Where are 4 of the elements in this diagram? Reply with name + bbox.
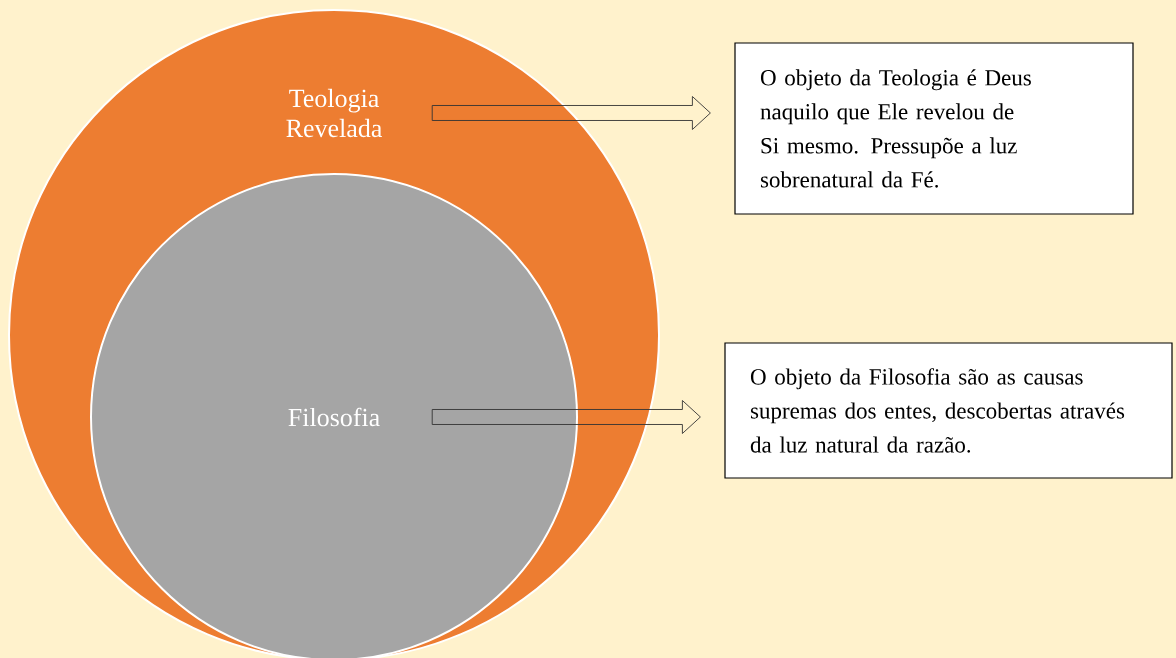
block-arrow bbox=[431, 400, 701, 434]
block-arrow bbox=[431, 96, 711, 130]
text-box: O objeto da Teologia é Deus naquilo que Ele revelou de Si mesmo. Pressupõe a luz sobrenatural da Fé. bbox=[734, 42, 1134, 215]
text-box: O objeto da Filosofia são as causas supremas dos entes, descobertas através da luz natural da razão. bbox=[724, 342, 1173, 479]
